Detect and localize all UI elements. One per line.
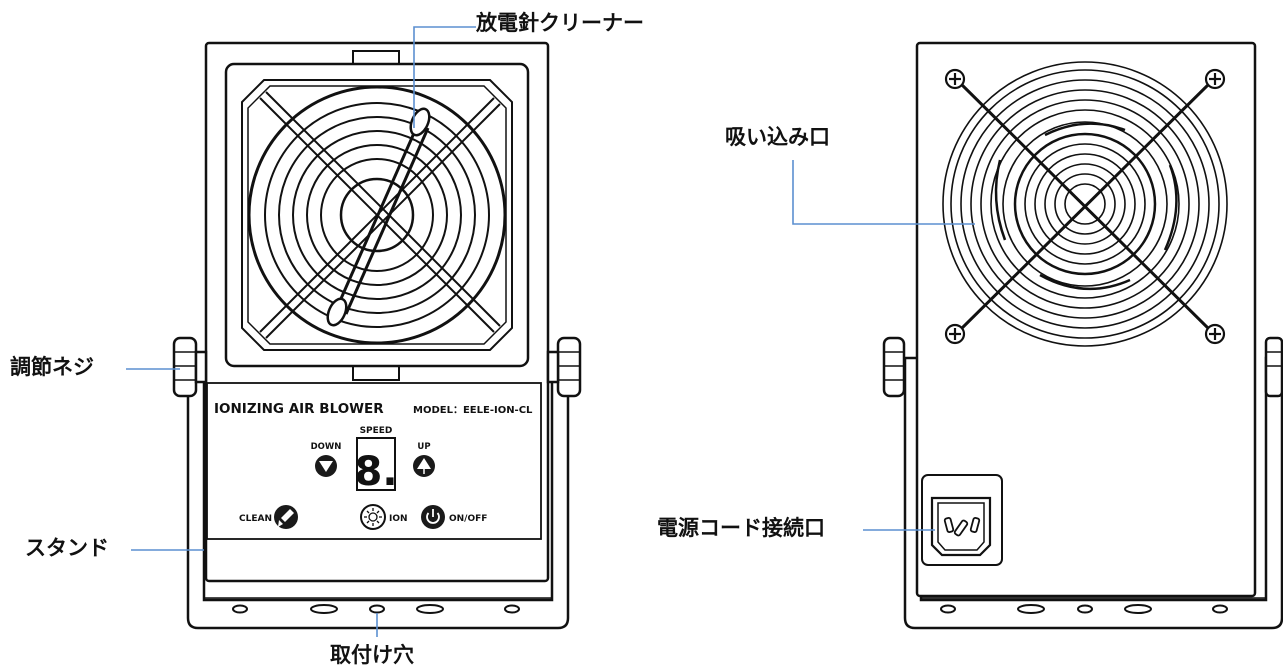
clean-label: CLEAN — [239, 514, 272, 524]
model-label: MODEL：EELE-ION-CL — [413, 405, 533, 416]
up-label: UP — [417, 442, 430, 452]
label-power-inlet: 電源コード接続口 — [657, 516, 825, 540]
mounting-holes — [232, 604, 520, 614]
control-panel-content: IONIZING AIR BLOWER MODEL：EELE-ION-CL SP… — [214, 401, 533, 530]
ion-label: ION — [389, 514, 408, 524]
label-stand: スタンド — [25, 536, 109, 560]
speed-display — [356, 437, 396, 491]
label-needle-cleaner: 放電針クリーナー — [476, 11, 644, 35]
leader-lines — [126, 26, 975, 637]
front-view — [172, 41, 582, 630]
product-name: IONIZING AIR BLOWER — [214, 401, 384, 417]
speed-label: SPEED — [360, 426, 393, 436]
down-arrow-icon — [319, 461, 333, 472]
down-button[interactable] — [315, 455, 337, 477]
left-knob — [172, 336, 208, 398]
needle-cleaner — [326, 107, 431, 327]
leader-intake — [792, 160, 975, 225]
label-mount-holes: 取付け穴 — [330, 643, 414, 667]
right-knob — [546, 336, 582, 398]
rear-body — [915, 41, 1257, 598]
speed-display-value: 8. — [354, 449, 397, 495]
rear-mounting-holes — [940, 604, 1228, 614]
intake-grill — [942, 61, 1228, 347]
up-arrow-icon — [417, 458, 431, 469]
brush-icon — [278, 509, 294, 527]
rear-left-knob — [882, 336, 906, 398]
power-inlet — [921, 474, 1003, 566]
ion-sun-icon — [364, 508, 382, 526]
rear-right-knob — [1264, 336, 1283, 398]
down-label: DOWN — [311, 442, 342, 452]
power-button[interactable] — [421, 505, 445, 529]
label-adjust-knob: 調節ネジ — [10, 355, 94, 379]
ion-button[interactable] — [360, 504, 386, 530]
clean-button[interactable] — [274, 505, 298, 529]
up-button[interactable] — [413, 455, 435, 477]
rear-view — [882, 41, 1283, 630]
screw-plus-icon — [944, 68, 1226, 345]
label-intake: 吸い込み口 — [725, 125, 830, 149]
power-icon — [426, 509, 440, 524]
power-label: ON/OFF — [449, 514, 487, 524]
leader-cleaner — [413, 26, 476, 128]
